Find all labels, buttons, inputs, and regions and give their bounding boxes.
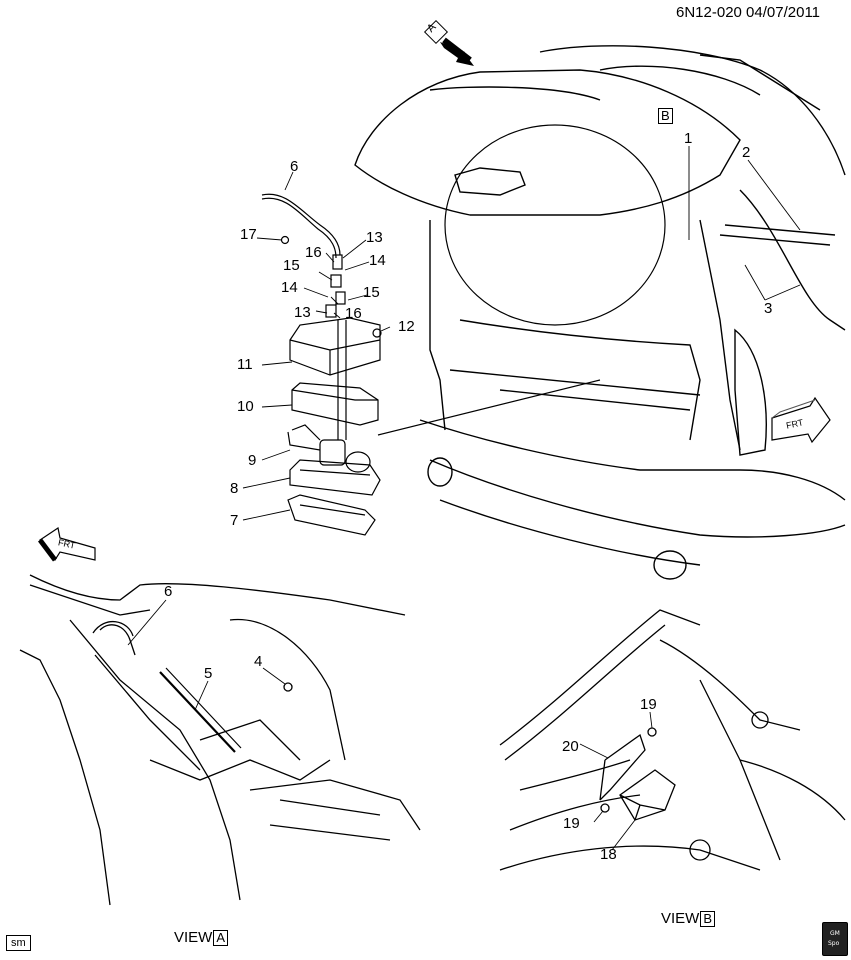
callout-leader-lines [242, 146, 801, 521]
callout-13-lower: 13 [294, 304, 311, 321]
callout-6-view-a: 6 [164, 583, 173, 600]
view-b-marker-letter: B [658, 108, 673, 124]
callout-11: 11 [237, 356, 253, 373]
callout-15-right: 15 [363, 284, 380, 301]
front-arrow-left [38, 527, 96, 562]
view-a-text: VIEW [174, 929, 213, 946]
callout-20: 20 [562, 738, 579, 755]
callout-9: 9 [248, 452, 257, 469]
front-arrow-right [771, 396, 831, 444]
callout-18: 18 [600, 846, 617, 863]
callout-1: 1 [684, 130, 693, 147]
view-a-letter: A [213, 930, 229, 946]
callout-8: 8 [230, 480, 239, 497]
callout-19-top: 19 [640, 696, 657, 713]
callout-13-top: 13 [366, 229, 383, 246]
view-b-letter: B [700, 911, 716, 927]
callout-3: 3 [764, 300, 773, 317]
callout-4: 4 [254, 653, 263, 670]
vehicle-rear-drawing [354, 45, 846, 580]
header-reference: 6N12-020 04/07/2011 [676, 4, 821, 21]
service-manual-icon: GM Spo [822, 922, 848, 956]
callout-14-right: 14 [369, 252, 386, 269]
view-a-drawing [19, 574, 421, 906]
view-a-direction-arrow [423, 19, 474, 66]
callout-16-top: 16 [305, 244, 322, 261]
view-a-leader-lines [127, 599, 286, 711]
callout-6-main: 6 [290, 158, 299, 175]
view-b-text: VIEW [661, 910, 700, 927]
view-b-drawing [499, 609, 846, 871]
exploded-parts-stack [261, 193, 601, 536]
sm-tag: sm [6, 935, 31, 951]
callout-2: 2 [742, 144, 751, 161]
callout-19-lower: 19 [563, 815, 580, 832]
callout-15-left: 15 [283, 257, 300, 274]
callout-7: 7 [230, 512, 239, 529]
callout-17: 17 [240, 226, 257, 243]
callout-12: 12 [398, 318, 415, 335]
callout-5: 5 [204, 665, 213, 682]
view-b-marker-box: B [658, 107, 673, 124]
view-b-leader-lines [579, 711, 653, 851]
service-manual-icon-text-1: GM [830, 930, 840, 937]
service-manual-icon-text-2: Spo [828, 940, 840, 947]
callout-14-left: 14 [281, 279, 298, 296]
callout-16-lower: 16 [345, 305, 362, 322]
callout-10: 10 [237, 398, 254, 415]
